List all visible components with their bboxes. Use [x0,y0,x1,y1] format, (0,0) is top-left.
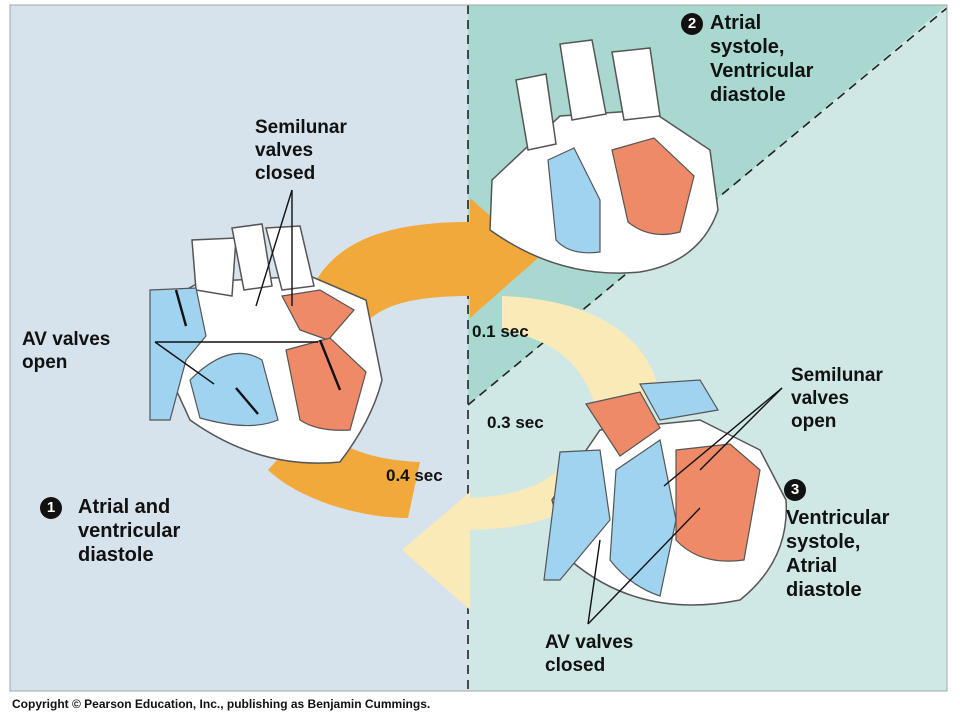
label-semilunar-valves-open: Semilunar valves open [791,364,883,433]
time-0-1-sec: 0.1 sec [472,322,529,341]
stage-3-line: Ventricular [786,507,890,529]
stage-1-line: Atrial and [78,496,171,518]
stage-1-number: 1 [40,497,62,519]
stage-3-line: systole, [786,531,861,553]
label-line: Semilunar [791,365,883,386]
heart-diastole [149,223,383,464]
label-line: closed [255,163,316,184]
cycle-arrow-top [304,198,538,330]
stage-1-line: diastole [78,544,154,566]
label-line: valves [791,388,850,409]
label-line: open [791,411,837,432]
time-0-3-sec: 0.3 sec [487,413,544,432]
stage-2-line: Ventricular [710,60,814,82]
figure-border [9,4,948,692]
time-0-4-sec: 0.4 sec [386,466,443,485]
label-av-valves-open: AV valves open [22,328,110,374]
label-line: closed [545,655,606,676]
label-line: AV valves [545,632,634,653]
stage-2-line: Atrial [710,12,762,34]
stage-3-line: diastole [786,579,862,601]
stage-3-line: Atrial [786,555,838,577]
stage-1-title: Atrial and ventricular diastole [78,495,180,567]
label-line: Semilunar [255,117,347,138]
label-av-valves-closed: AV valves closed [545,631,633,677]
stage-1-line: ventricular [78,520,181,542]
stage-2-line: diastole [710,84,786,106]
cycle-arrow-right [502,296,660,408]
label-semilunar-valves-closed: Semilunar valves closed [255,116,347,185]
stage-3-number: 3 [784,479,806,501]
stage-2-line: systole, [710,36,785,58]
label-line: AV valves [22,329,111,350]
divider-diagonal [467,7,948,406]
stage-2-number: 2 [681,13,703,35]
cycle-arrow-bottom [402,460,596,610]
copyright-notice: Copyright © Pearson Education, Inc., pub… [12,697,431,711]
label-line: open [22,352,68,373]
label-line: valves [255,140,314,161]
stage-3-title: Ventricular systole, Atrial diastole [786,506,889,602]
leader-lines [154,189,783,625]
heart-atrial-systole [489,39,719,274]
stage-2-title: Atrial systole, Ventricular diastole [710,11,813,107]
heart-ventricular-systole [543,379,788,606]
